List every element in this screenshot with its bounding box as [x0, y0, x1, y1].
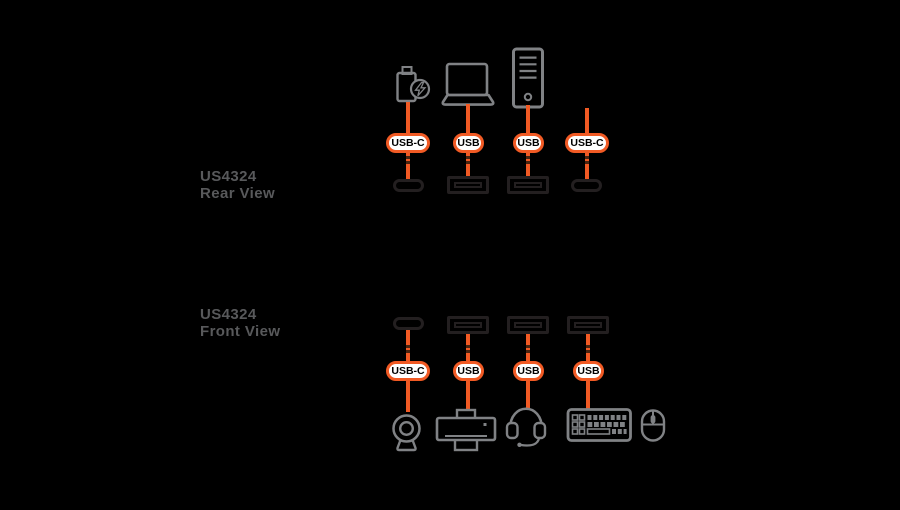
usb-a-port	[447, 316, 489, 334]
headset-icon	[505, 407, 547, 447]
cable-break-mark	[586, 345, 590, 348]
laptop-icon	[441, 62, 495, 106]
usb-a-port-tongue	[514, 182, 542, 188]
keyboard-keys	[587, 415, 627, 434]
webcam-icon	[392, 414, 421, 452]
pill-text: USB	[577, 365, 600, 377]
cable-break-mark	[406, 156, 410, 159]
cable-break-mark	[466, 350, 470, 353]
spacebar-key	[586, 428, 611, 435]
cable-break-mark	[406, 345, 410, 348]
pill-text: USB-C	[570, 137, 604, 149]
cable-break-mark	[466, 156, 470, 159]
desktop-pc-icon	[512, 47, 544, 109]
connector-label-usb: USB	[573, 361, 604, 381]
printer-icon	[435, 408, 497, 452]
front-view-title-text: Front View	[200, 323, 281, 340]
connector-label-usb: USB	[453, 133, 484, 153]
front-view-title: US4324 Front View	[200, 306, 280, 340]
rear-view-title: US4324 Rear View	[200, 168, 275, 202]
connector-label-usb: USB	[513, 361, 544, 381]
rear-view-title-text: Rear View	[200, 185, 276, 202]
cable-break-mark	[466, 345, 470, 348]
pill-text: USB	[517, 365, 540, 377]
usb-c-power-adapter-icon	[396, 66, 431, 103]
keyboard-left-keys	[571, 414, 586, 435]
cable-break-mark	[466, 161, 470, 164]
rear-view-title-model: US4324	[200, 168, 257, 185]
usb-c-port	[571, 179, 602, 192]
connector-label-usb-c: USB-C	[565, 133, 609, 153]
cable-break-mark	[526, 345, 530, 348]
usb-a-port	[567, 316, 609, 334]
front-view-title-model: US4324	[200, 306, 257, 323]
pill-text: USB	[457, 365, 480, 377]
cable-break-mark	[406, 161, 410, 164]
usb-a-port-tongue	[454, 182, 482, 188]
cable-break-mark	[585, 161, 589, 164]
pill-text: USB	[457, 137, 480, 149]
cable-break-mark	[526, 161, 530, 164]
pill-text: USB-C	[391, 137, 425, 149]
usb-a-port-tongue	[454, 322, 482, 328]
scroll-wheel	[650, 415, 656, 424]
connector-label-usb: USB	[513, 133, 544, 153]
cable-break-mark	[526, 350, 530, 353]
cable-break-mark	[586, 350, 590, 353]
usb-c-port	[393, 317, 424, 330]
cable-break-mark	[526, 156, 530, 159]
power-bolt-icon	[414, 81, 427, 97]
mouse-icon	[640, 409, 666, 442]
connector-label-usb-c: USB-C	[386, 133, 430, 153]
usb-c-port	[393, 179, 424, 192]
connector-label-usb: USB	[453, 361, 484, 381]
keyboard-icon	[566, 408, 632, 442]
usb-a-port	[507, 316, 549, 334]
pill-text: USB-C	[391, 365, 425, 377]
cable-break-mark	[406, 350, 410, 353]
usb-a-port	[507, 176, 549, 194]
mic-icon	[517, 442, 522, 447]
usb-a-port-tongue	[514, 322, 542, 328]
pill-text: USB	[517, 137, 540, 149]
connector-label-usb-c: USB-C	[386, 361, 430, 381]
usb-a-port-tongue	[574, 322, 602, 328]
cable-break-mark	[585, 156, 589, 159]
usb-a-port	[447, 176, 489, 194]
